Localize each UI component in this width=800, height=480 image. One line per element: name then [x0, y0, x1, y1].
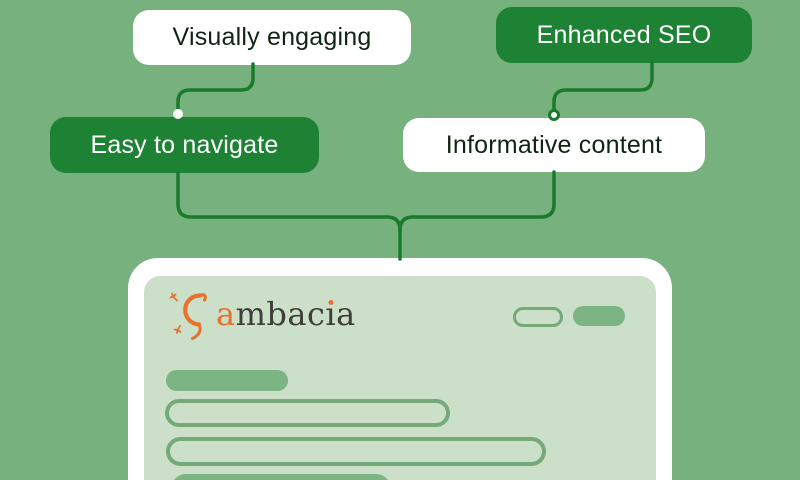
mock-nav-button-filled	[573, 306, 625, 326]
feature-label-easy-to-navigate: Easy to navigate	[90, 130, 279, 159]
browser-window: ambacıa	[128, 258, 672, 480]
ambacia-logo: ambacıa	[168, 288, 356, 340]
feature-pill-visually-engaging: Visually engaging	[133, 10, 411, 65]
logo-letter-i: ı	[325, 295, 337, 333]
connector-easy-to-browser	[176, 171, 402, 261]
connector-informative-to-merge	[398, 170, 556, 232]
logo-wordmark: ambacıa	[216, 298, 356, 330]
feature-pill-easy-to-navigate: Easy to navigate	[50, 117, 319, 173]
feature-label-visually-engaging: Visually engaging	[172, 23, 372, 51]
connector-visually-to-easy	[176, 62, 255, 112]
heading-placeholder-bar	[166, 370, 288, 391]
logo-letters-mbac: mbac	[235, 295, 326, 333]
logo-letter-a-tail: a	[336, 295, 356, 333]
connector-seo-to-informative	[552, 60, 654, 111]
webpage-mockup: ambacıa	[144, 276, 656, 480]
feature-label-informative-content: Informative content	[445, 130, 663, 159]
logo-letter-a-orange: a	[216, 295, 236, 333]
text-placeholder-bar-2	[166, 437, 546, 466]
mock-nav-button-outlined	[513, 307, 563, 327]
feature-label-enhanced-seo: Enhanced SEO	[536, 20, 712, 49]
text-placeholder-bar-1	[165, 399, 450, 427]
feature-pill-enhanced-seo: Enhanced SEO	[496, 7, 752, 63]
gecko-logo-icon	[169, 292, 207, 340]
text-placeholder-bar-3	[171, 474, 391, 480]
feature-pill-informative-content: Informative content	[403, 118, 705, 172]
